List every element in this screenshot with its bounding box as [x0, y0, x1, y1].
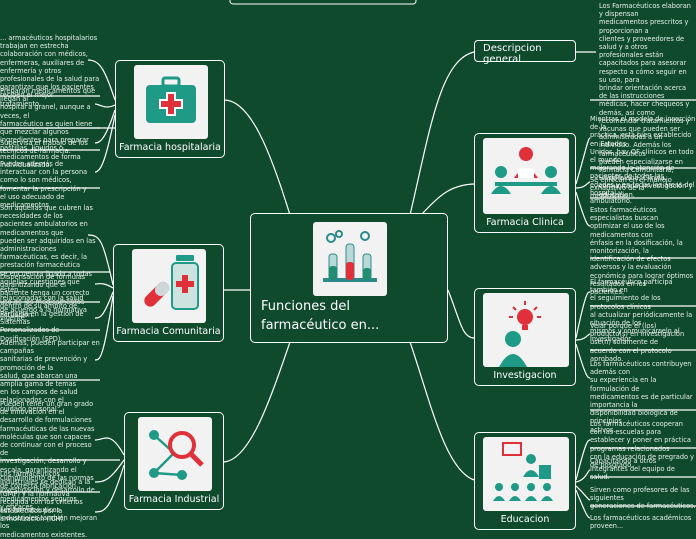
clinic-team-icon [483, 138, 569, 214]
label-investigacion: Investigacion [493, 370, 557, 381]
molecule-search-icon [138, 417, 212, 491]
label-farmacia-clinica: Farmacia Clinica [486, 217, 564, 228]
note-industrial-2: Los farmacéuticos industriales se dedica… [0, 470, 95, 511]
note-clinica-2: Se enfocan en el manejo exhaustivo de la… [590, 176, 672, 201]
note-investigacion-1: El farmacéutico participa también en el … [590, 278, 693, 344]
note-hospitalaria-3: Supervisa el trabajo de los técnicos de … [0, 139, 88, 156]
note-educacion-2: Capacitando a otros integrantes del equi… [590, 457, 675, 482]
node-investigacion[interactable]: Investigacion [474, 288, 576, 386]
node-farmacia-industrial[interactable]: Farmacia Industrial [124, 412, 224, 510]
note-comunitaria-1: Son aquellas que cubren las necesidades … [0, 204, 96, 319]
node-farmacia-clinica[interactable]: Farmacia Clinica [474, 133, 576, 233]
note-comunitaria-3: Participa en la gestión de Sistemas Pers… [0, 310, 84, 343]
note-industrial-3: Los farmacéuticos industriales también m… [0, 506, 98, 539]
medicine-bottle-icon [132, 249, 206, 323]
lab-icon [313, 222, 387, 296]
note-comunitaria-4: Además, pueden participar en campañas sa… [0, 339, 100, 413]
note-educacion-3: Sirven como profesores de las siguientes… [590, 486, 696, 511]
note-educacion-1: Los farmacéuticos cooperan con las escue… [590, 420, 695, 470]
node-descripcion-general[interactable]: Descripcion general [474, 40, 576, 65]
idea-person-icon [483, 293, 569, 367]
label-farmacia-hospitalaria: Farmacia hospitalaria [119, 142, 221, 153]
note-hospitalaria-2: Preparan medicamentos que llegan al hosp… [0, 87, 96, 169]
label-farmacia-industrial: Farmacia Industrial [128, 494, 220, 505]
note-comunitaria-2: Dispensación de fórmulas garantizando qu… [0, 273, 90, 323]
label-farmacia-comunitaria: Farmacia Comunitaria [116, 326, 221, 337]
connector-lines [0, 0, 696, 519]
classroom-icon [483, 437, 569, 511]
label-descripcion-general: Descripcion general [483, 43, 542, 65]
note-clinica-1: Mientras el modelo de inserción de la pr… [590, 115, 696, 206]
note-industrial-1: Pueden tener un gran grado de innovación… [0, 400, 95, 523]
note-investigacion-2: Velar porque el (los) producto(s) en inv… [590, 322, 685, 363]
note-clinica-3: Estos farmacéuticos especialistas buscan… [590, 206, 694, 297]
note-descripcion: Los Farmacéuticos elaboran y dispensan m… [599, 2, 693, 199]
medical-kit-icon [134, 65, 208, 139]
node-farmacia-comunitaria[interactable]: Farmacia Comunitaria [113, 244, 224, 342]
note-hospitalaria-4: Pueden además de interactuar con la pers… [0, 160, 88, 210]
note-investigacion-3: Los farmacéuticos contribuyen además con… [590, 360, 693, 434]
node-educacion[interactable]: Educacion [474, 432, 576, 530]
note-educacion-4: Los farmacéuticos académicos proveen... [590, 514, 692, 531]
node-farmacia-hospitalaria[interactable]: Farmacia hospitalaria [115, 60, 225, 158]
central-node[interactable]: Funciones del farmacéutico en... [250, 213, 448, 343]
note-hospitalaria-1: ... armacéuticos hospitalarios trabajan … [0, 34, 100, 108]
central-title: Funciones del farmacéutico en... [261, 299, 380, 333]
